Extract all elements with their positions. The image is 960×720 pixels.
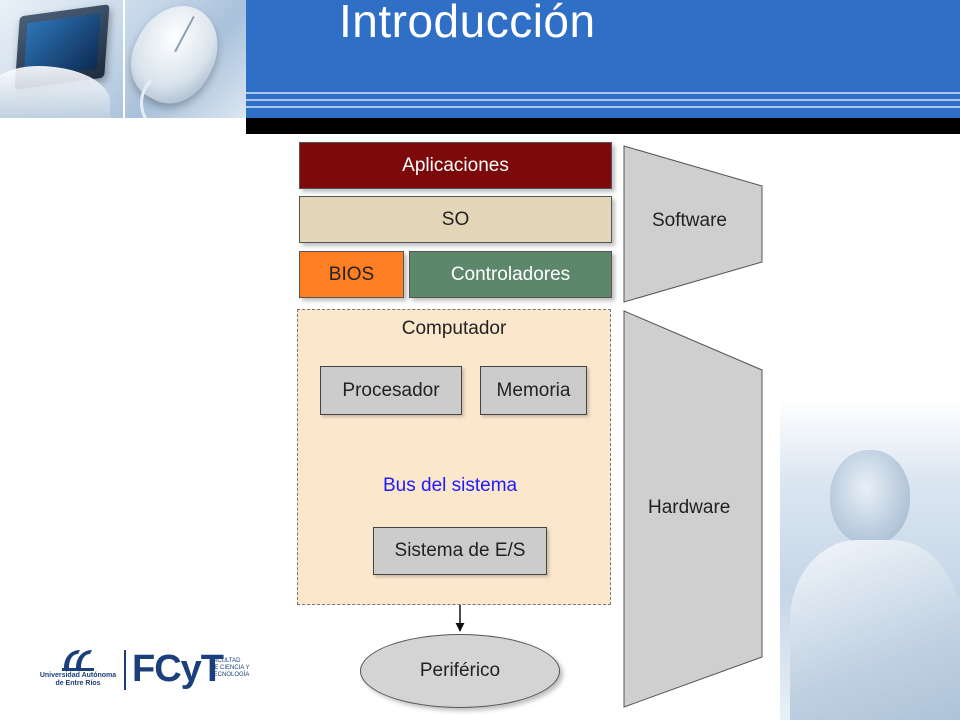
memoria-box: Memoria [480, 366, 587, 415]
header-stripe [246, 92, 960, 94]
fcyt-logo: FCyT FACULTAD DE CIENCIA Y TECNOLOGÍA [132, 648, 250, 692]
mouse-cable-image [140, 70, 206, 118]
uader-line2: de Entre Ríos [55, 680, 101, 687]
bus-label: Bus del sistema [383, 475, 518, 496]
background-person-image [780, 400, 960, 720]
header-stripe [246, 106, 960, 108]
procesador-box: Procesador [320, 366, 462, 415]
uader-logo: Universidad Autónoma de Entre Ríos [38, 646, 118, 694]
controladores-box: Controladores [409, 251, 612, 298]
header-black-bar [246, 118, 960, 134]
header-photo [0, 0, 246, 118]
uader-mark-icon [62, 650, 94, 671]
periferico-ellipse: Periférico [360, 634, 560, 708]
person-body [790, 540, 960, 720]
slide-title: Introducción [339, 0, 596, 47]
sistema-es-box: Sistema de E/S [373, 527, 547, 575]
bios-label: BIOS [328, 263, 375, 285]
logo-separator [124, 650, 126, 690]
header-band: Introducción [246, 0, 960, 118]
software-trapezoid [623, 145, 763, 303]
header-stripe [246, 99, 960, 101]
aplicaciones-box: Aplicaciones [299, 142, 612, 189]
so-label: SO [441, 208, 470, 230]
so-box: SO [299, 196, 612, 243]
controladores-label: Controladores [450, 263, 571, 285]
sistema-es-label: Sistema de E/S [394, 540, 526, 561]
hardware-label: Hardware [648, 497, 731, 518]
header-separator [0, 118, 246, 122]
institution-logos: Universidad Autónoma de Entre Ríos FCyT … [38, 646, 250, 694]
procesador-label: Procesador [342, 379, 440, 401]
software-label: Software [652, 210, 727, 231]
hardware-trapezoid [623, 310, 763, 708]
fcyt-subtitle: FACULTAD DE CIENCIA Y TECNOLOGÍA [210, 658, 250, 678]
person-head [830, 450, 910, 545]
bios-box: BIOS [299, 251, 404, 298]
uader-line1: Universidad Autónoma [39, 672, 117, 679]
periferico-label: Periférico [419, 660, 501, 681]
computador-label: Computador [401, 318, 507, 339]
photo-divider [123, 0, 125, 118]
aplicaciones-label: Aplicaciones [402, 154, 509, 176]
memoria-label: Memoria [496, 379, 571, 401]
fcyt-wordmark: FCyT [132, 648, 224, 690]
